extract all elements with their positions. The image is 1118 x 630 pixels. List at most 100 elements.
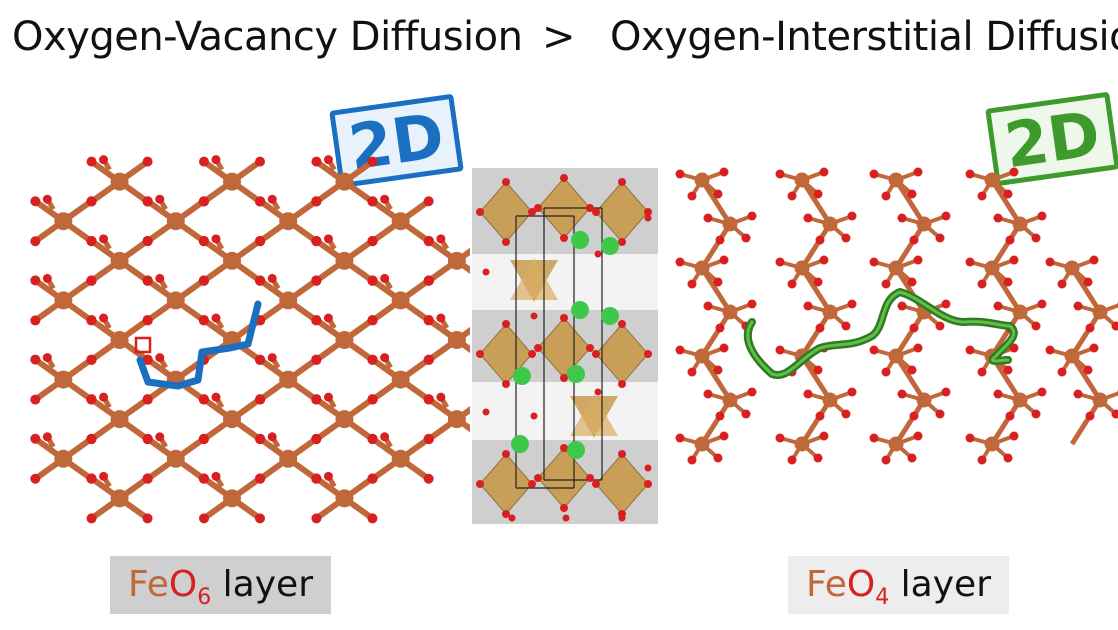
oxygen-atom <box>323 155 333 165</box>
fe-o-chain-bond <box>989 178 1023 226</box>
cation-atom <box>567 441 585 459</box>
iron-atom <box>888 172 904 188</box>
oxygen-atom <box>1089 343 1099 353</box>
oxygen-atom <box>86 196 97 207</box>
oxygen-atom <box>199 315 209 325</box>
oxygen-atom <box>747 299 757 309</box>
feo4-tetrahedron <box>510 258 558 300</box>
octahedra-group <box>479 177 649 515</box>
interstitial-path-highlight <box>746 290 1016 377</box>
iron-atom <box>335 489 354 508</box>
oxygen-atom <box>907 277 917 287</box>
oxygen-atom <box>819 167 829 177</box>
oxygen-atom <box>267 273 277 283</box>
oxygen-atom <box>367 196 378 207</box>
feo6-layer-label: FeO6 layer <box>110 556 331 614</box>
oxygen-atom <box>907 365 917 375</box>
oxygen-atom <box>311 433 322 444</box>
oxygen-atom <box>703 213 713 223</box>
oxygen-atom <box>847 211 857 221</box>
oxygen-atom <box>367 315 378 325</box>
oxygen-atom <box>618 238 626 246</box>
oxygen-atom <box>211 471 221 481</box>
oxygen-atom <box>311 513 322 524</box>
oxygen-atom <box>255 156 265 167</box>
oxygen-atom <box>869 169 879 179</box>
oxygen-atom <box>436 392 446 402</box>
feo6-lattice-diagram <box>30 155 470 524</box>
oxygen-atom <box>841 233 851 243</box>
oxygen-atom <box>267 353 277 363</box>
oxygen-atom <box>423 196 434 207</box>
iron-atom <box>1092 392 1108 408</box>
oxygen-atom <box>644 464 652 472</box>
oxygen-atom <box>255 513 265 524</box>
oxygen-atom <box>367 235 378 246</box>
oxygen-atom <box>1085 323 1095 333</box>
title-interstitial-diffusion: Oxygen-Interstitial Diffusion <box>610 14 1118 60</box>
oxygen-atom <box>713 365 723 375</box>
oxygen-atom <box>323 471 333 481</box>
oxygen-atom <box>719 431 729 441</box>
oxygen-atom <box>1003 453 1013 463</box>
oxygen-atom <box>881 191 891 201</box>
oxygen-atom <box>1089 255 1099 265</box>
oxygen-atom <box>1005 235 1015 245</box>
oxygen-atom <box>30 275 41 286</box>
oxygen-atom <box>847 299 857 309</box>
oxygen-atom <box>502 450 510 458</box>
oxygen-atom <box>255 473 265 484</box>
oxygen-atom <box>644 350 652 358</box>
oxygen-atom <box>142 433 153 444</box>
interstitial-diffusion-path <box>743 287 1018 379</box>
oxygen-atom <box>530 412 538 420</box>
oxygen-atom <box>618 380 626 388</box>
oxygen-atom <box>1005 411 1015 421</box>
iron-atom <box>223 172 241 191</box>
iron-atom <box>335 172 354 191</box>
oxygen-atom <box>775 433 785 443</box>
iron-atom <box>391 370 410 389</box>
cation-atom <box>601 237 619 255</box>
oxygen-atom <box>586 344 594 352</box>
oxygen-atom <box>502 238 510 246</box>
cation-atom <box>571 301 589 319</box>
oxygen-atom <box>311 473 322 484</box>
oxygen-atom <box>913 167 923 177</box>
oxygen-atom <box>311 235 322 246</box>
oxygen-atom <box>380 273 390 283</box>
iron-atom <box>110 410 129 429</box>
oxygen-atom <box>502 510 510 518</box>
oxygen-atom <box>935 321 945 331</box>
oxygen-atom <box>594 388 602 396</box>
oxygen-atom <box>86 473 97 484</box>
oxygen-atom <box>560 504 568 512</box>
fe-o-chain-bond <box>1069 266 1103 314</box>
oxygen-atom <box>1111 409 1118 419</box>
iron-atom <box>447 410 466 429</box>
iron-atom <box>110 251 129 270</box>
oxygen-atom <box>211 234 221 244</box>
oxygen-atom <box>687 367 697 377</box>
oxygen-atom <box>142 196 153 207</box>
oxygen-atom <box>1045 345 1055 355</box>
oxygen-atom <box>482 408 490 416</box>
oxygen-atom <box>675 169 685 179</box>
iron-atom <box>1012 304 1028 320</box>
oxygen-atom <box>30 236 41 247</box>
oxygen-atom <box>847 387 857 397</box>
oxygen-atom <box>977 455 987 465</box>
oxygen-atom <box>1031 321 1041 331</box>
feo4-tetrahedron <box>570 394 618 436</box>
iron-atom <box>54 291 73 310</box>
oxygen-atom <box>869 433 879 443</box>
oxygen-atom <box>1037 299 1047 309</box>
oxygen-atom <box>1009 167 1019 177</box>
oxygen-atom <box>644 480 652 488</box>
oxygen-atom <box>586 474 594 482</box>
oxygen-atom <box>367 394 378 405</box>
oxygen-atom <box>719 255 729 265</box>
oxygen-atom <box>99 313 109 323</box>
oxygen-atom <box>644 208 652 216</box>
oxygen-atom <box>255 354 266 365</box>
